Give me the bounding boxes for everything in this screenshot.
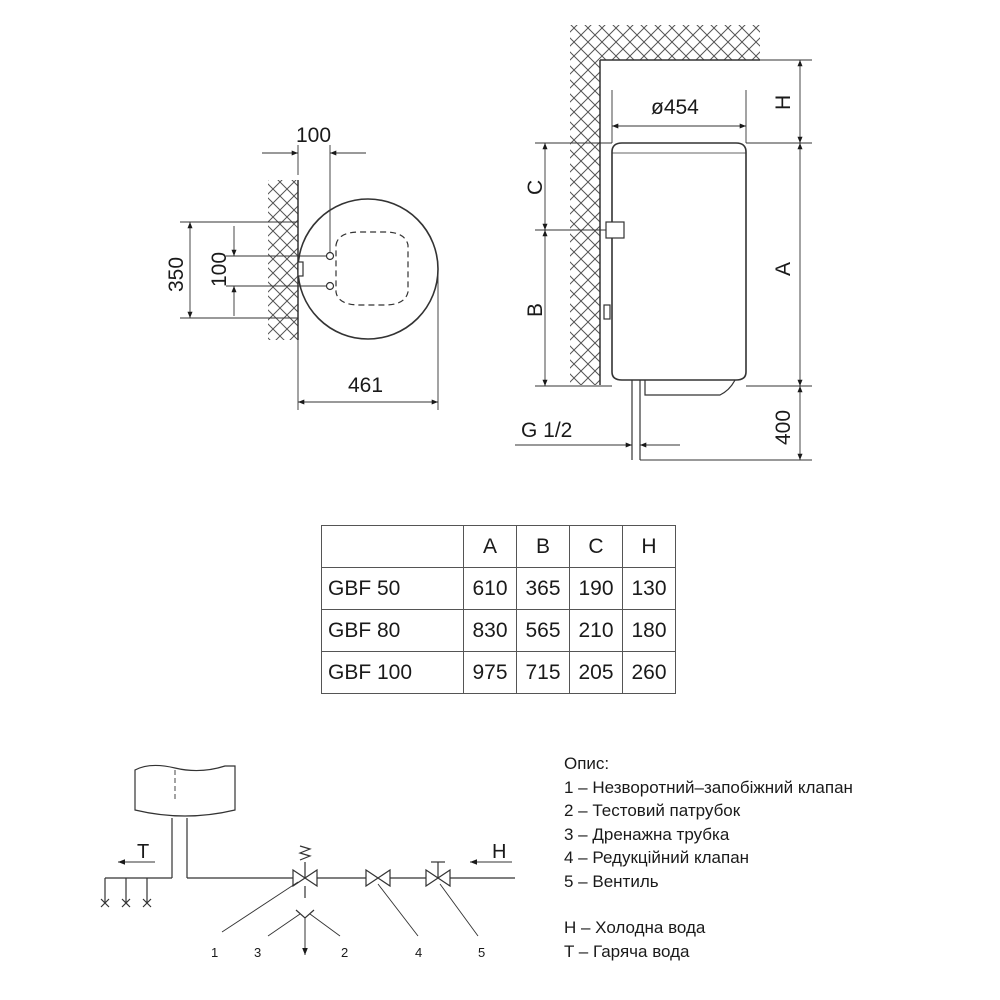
legend-item: 3 – Дренажна трубка bbox=[564, 824, 730, 844]
dim-400: 400 bbox=[772, 410, 795, 445]
callout-5: 5 bbox=[478, 945, 485, 960]
dim-a: A bbox=[772, 262, 795, 276]
dim-diameter: ø454 bbox=[651, 96, 699, 119]
table-header-a: A bbox=[463, 525, 517, 568]
table-header-b: B bbox=[516, 525, 570, 568]
schematic-tank bbox=[134, 764, 236, 817]
callout-2: 2 bbox=[341, 945, 348, 960]
wall-hatch-top bbox=[268, 180, 298, 340]
dim-b: B bbox=[524, 303, 547, 317]
wall-hatch-side bbox=[570, 25, 600, 385]
value-c: 190 bbox=[569, 567, 623, 610]
tank-bottom-cover bbox=[644, 379, 736, 396]
inner-flange-outline bbox=[335, 231, 409, 306]
dim-pipe-spacing: 100 bbox=[296, 124, 331, 147]
mount-bracket bbox=[605, 221, 625, 239]
value-c: 210 bbox=[569, 609, 623, 652]
side-view bbox=[515, 25, 812, 461]
value-b: 715 bbox=[516, 651, 570, 694]
value-c: 205 bbox=[569, 651, 623, 694]
cold-water-label: H bbox=[492, 841, 506, 863]
model-name: GBF 80 bbox=[321, 609, 464, 652]
legend: Опис: 1 – Незворотний–запобіжний клапан … bbox=[564, 752, 853, 963]
tank-body bbox=[611, 142, 747, 381]
value-h: 260 bbox=[622, 651, 676, 694]
dim-height-350: 350 bbox=[165, 257, 188, 292]
plumbing-schematic bbox=[100, 764, 515, 955]
pipe-cold bbox=[325, 281, 335, 291]
ceiling-hatch bbox=[600, 25, 760, 60]
callout-1: 1 bbox=[211, 945, 218, 960]
table-header-row: A B C H bbox=[321, 525, 676, 568]
value-b: 365 bbox=[516, 567, 570, 610]
legend-item: 2 – Тестовий патрубок bbox=[564, 801, 741, 820]
table-row: GBF 100 975 715 205 260 bbox=[321, 651, 676, 694]
tank-circle bbox=[297, 198, 439, 340]
table-row: GBF 80 830 565 210 180 bbox=[321, 609, 676, 652]
table-header-model bbox=[321, 525, 464, 568]
top-view bbox=[180, 145, 439, 410]
dim-h: H bbox=[772, 95, 795, 110]
table-header-h: H bbox=[622, 525, 676, 568]
value-h: 180 bbox=[622, 609, 676, 652]
legend-item: 1 – Незворотний–запобіжний клапан bbox=[564, 777, 853, 797]
legend-hot-water: T – Гаряча вода bbox=[564, 941, 690, 961]
reducing-valve bbox=[365, 868, 391, 888]
table-row: GBF 50 610 365 190 130 bbox=[321, 567, 676, 610]
model-name: GBF 50 bbox=[321, 567, 464, 610]
lower-bracket bbox=[603, 304, 611, 320]
dimensions-table: A B C H GBF 50 610 365 190 130 GBF 80 83… bbox=[321, 525, 676, 694]
model-name: GBF 100 bbox=[321, 651, 464, 694]
pipe-thread-label: G 1/2 bbox=[521, 419, 572, 442]
value-a: 830 bbox=[463, 609, 517, 652]
dim-inner-100: 100 bbox=[208, 252, 231, 287]
table-header-c: C bbox=[569, 525, 623, 568]
legend-spacer bbox=[564, 893, 853, 916]
legend-item: 4 – Редукційний клапан bbox=[564, 848, 750, 867]
value-a: 610 bbox=[463, 567, 517, 610]
callout-3: 3 bbox=[254, 945, 261, 960]
callout-4: 4 bbox=[415, 945, 422, 960]
value-a: 975 bbox=[463, 651, 517, 694]
legend-title: Опис: bbox=[564, 754, 610, 773]
value-b: 565 bbox=[516, 609, 570, 652]
wall-bracket bbox=[297, 261, 304, 277]
dim-c: C bbox=[524, 180, 547, 195]
legend-item: 5 – Вентиль bbox=[564, 871, 659, 891]
pipe-hot bbox=[325, 251, 335, 261]
hot-water-label: T bbox=[137, 841, 149, 863]
value-h: 130 bbox=[622, 567, 676, 610]
dim-width-461: 461 bbox=[348, 374, 383, 397]
valve-spring bbox=[298, 845, 312, 878]
legend-cold-water: H – Холодна вода bbox=[564, 918, 706, 937]
